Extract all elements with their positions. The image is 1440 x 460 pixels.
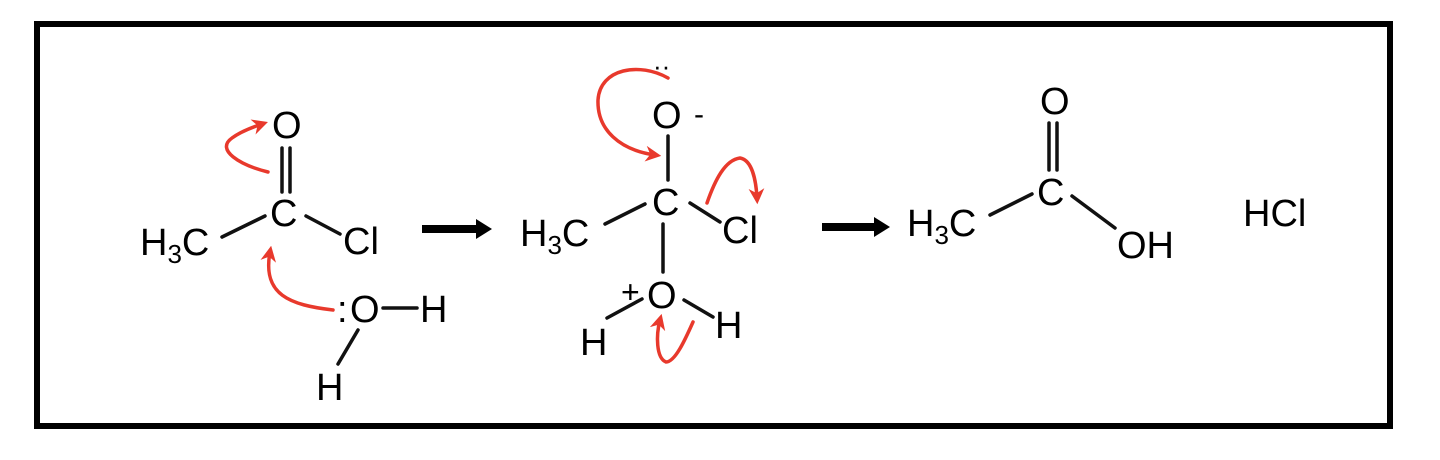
- methyl-group: H3C: [907, 203, 976, 250]
- hydroxyl-group: OH: [1117, 225, 1174, 267]
- product-acetic-acid: O C H3C OH: [907, 81, 1174, 267]
- methyl-group: H3C: [520, 213, 589, 260]
- atom-c: C: [1037, 172, 1064, 214]
- atom-o: O: [1040, 81, 1070, 123]
- reaction-arrow-icon: [822, 217, 890, 237]
- atom-o: O: [272, 105, 302, 147]
- diagram-frame: [34, 21, 1393, 429]
- reaction-arrow-icon: [422, 219, 492, 239]
- single-bond: [304, 214, 342, 236]
- atom-c: C: [270, 193, 297, 235]
- single-bond: [605, 297, 644, 320]
- curved-arrow-icon: [260, 245, 335, 312]
- atom-h: H: [580, 322, 607, 364]
- single-bond: [603, 202, 647, 226]
- atom-cl: Cl: [722, 210, 758, 252]
- single-bond: [220, 214, 267, 239]
- curved-arrow-icon: [705, 156, 765, 205]
- byproduct-hcl: HCl: [1243, 193, 1306, 235]
- atom-o: O: [647, 275, 677, 317]
- curved-arrow-icon: [596, 67, 670, 162]
- single-bond: [682, 298, 715, 319]
- atom-h: H: [715, 305, 742, 347]
- atom-cl: Cl: [343, 221, 379, 263]
- atom-o: O: [350, 289, 380, 331]
- reactant-acetyl-chloride-water: O C H3C Cl : O H H: [140, 105, 447, 409]
- single-bond: [688, 201, 722, 224]
- single-bond: [988, 192, 1034, 217]
- atom-o: O: [652, 95, 682, 137]
- lone-pair: :: [337, 289, 348, 331]
- curved-arrow-icon: [649, 313, 695, 364]
- methyl-group: H3C: [140, 222, 209, 269]
- atom-h: H: [316, 367, 343, 409]
- atom-h: H: [420, 289, 447, 331]
- tetrahedral-intermediate: ·· O - C H3C Cl + O H H: [520, 51, 765, 364]
- single-bond: [336, 328, 360, 366]
- atom-c: C: [652, 182, 679, 224]
- curved-arrow-icon: [224, 119, 270, 174]
- negative-charge: -: [694, 98, 704, 131]
- single-bond: [1070, 194, 1117, 230]
